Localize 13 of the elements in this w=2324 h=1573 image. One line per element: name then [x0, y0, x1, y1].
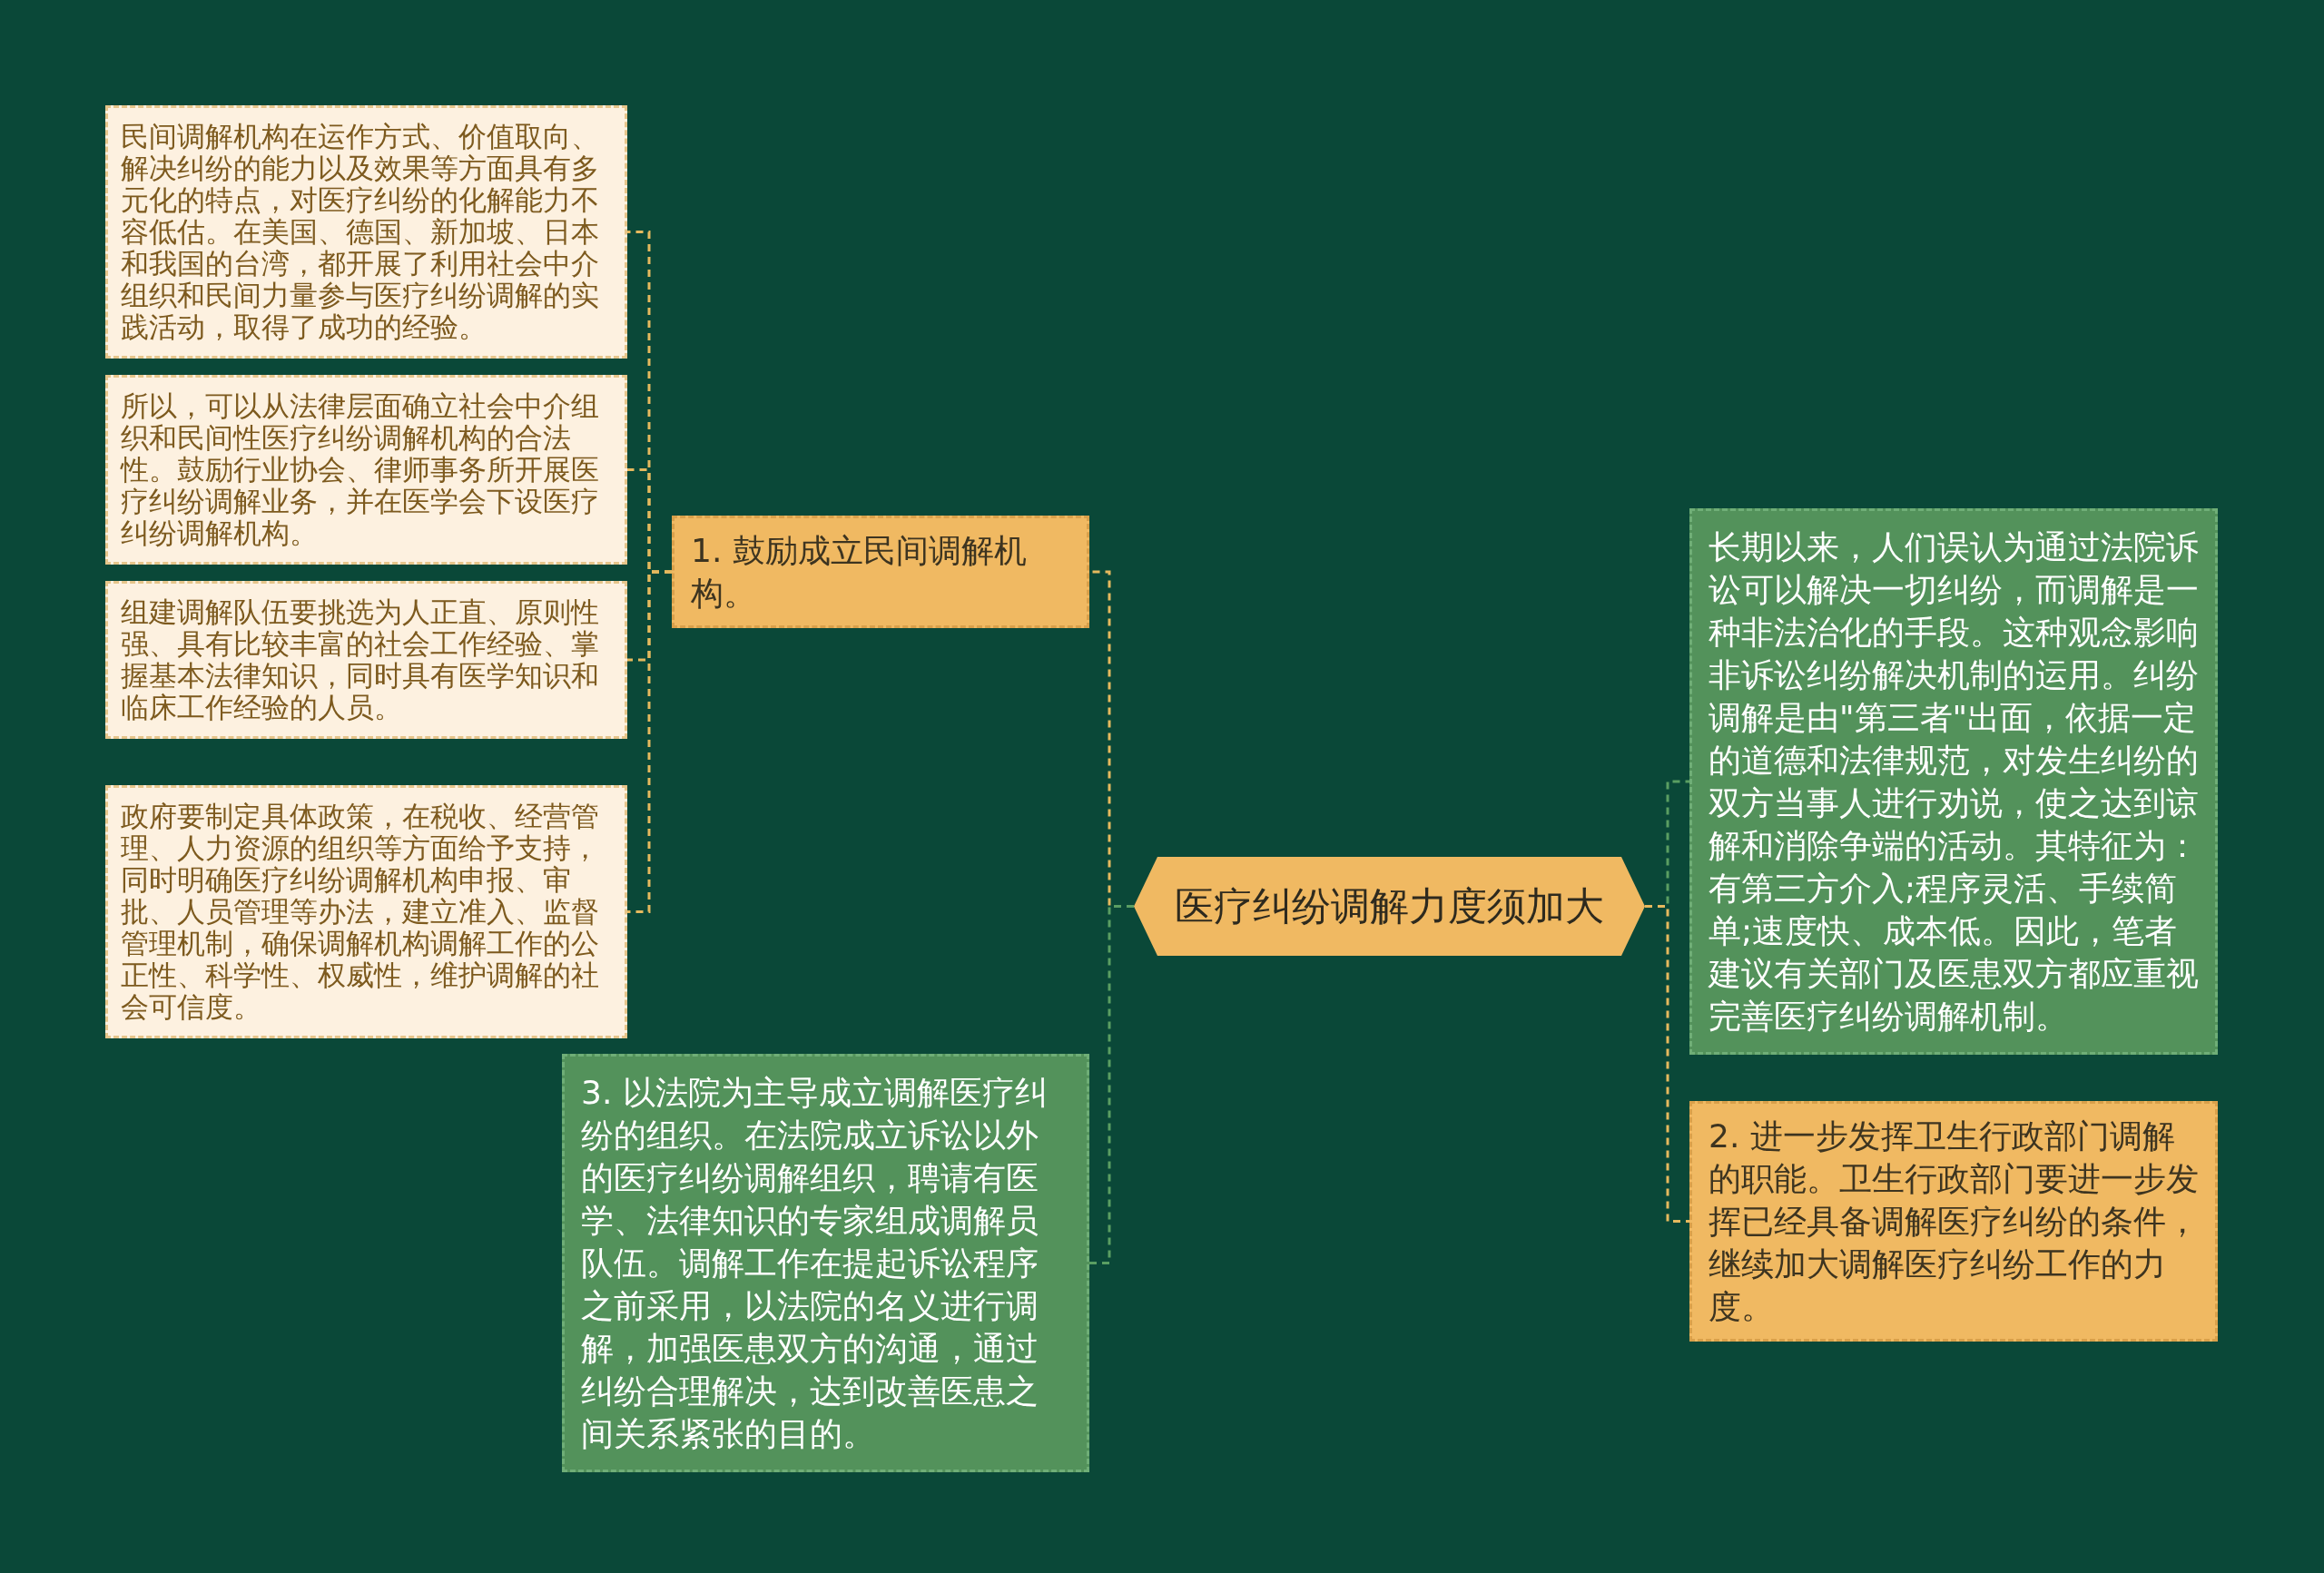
- topic-box: 长期以来，人们误认为通过法院诉讼可以解决一切纠纷，而调解是一种非法治化的手段。这种观念影响非诉讼纠纷解决机制的运用。纠纷调解是由"第三者"出面，依据一定的道德和法律规范，对发生纠纷的双方当事人进行劝说，使之达到谅解和消除争端的活动。其特征为：有第三方介入;程序灵活、手续简单;速度快、成本低。因此，笔者建议有关部门及医患双方都应重视完善医疗纠纷调解机制。: [1689, 508, 2218, 1055]
- note-box: 组建调解队伍要挑选为人正直、原则性强、具有比较丰富的社会工作经验、掌握基本法律知识，同时具有医学知识和临床工作经验的人员。: [105, 581, 627, 739]
- topic-box: 3. 以法院为主导成立调解医疗纠纷的组织。在法院成立诉讼以外的医疗纠纷调解组织，聘请有医学、法律知识的专家组成调解员队伍。调解工作在提起诉讼程序之前采用，以法院的名义进行调解，加强医患双方的沟通，通过纠纷合理解决，达到改善医患之间关系紧张的目的。: [562, 1054, 1089, 1472]
- hexagon-box: [1134, 857, 1645, 956]
- connector: [1645, 905, 1689, 1223]
- topic-title: 医疗纠纷调解力度须加大: [1175, 881, 1604, 930]
- note-box: 政府要制定具体政策，在税收、经营管理、人力资源的组织等方面给予支持，同时明确医疗纠纷调解机构申报、审批、人员管理等办法，建立准入、监督管理机制，确保调解机构调解工作的公正性、科学性、权威性，维护调解的社会可信度。: [105, 785, 627, 1038]
- connector: [1089, 905, 1134, 1264]
- note-box: 所以，可以从法律层面确立社会中介组织和民间性医疗纠纷调解机构的合法性。鼓励行业协会、律师事务所开展医疗纠纷调解业务，并在医学会下设医疗纠纷调解机构。: [105, 375, 627, 565]
- note-box: 民间调解机构在运作方式、价值取向、解决纠纷的能力以及效果等方面具有多元化的特点，对医疗纠纷的化解能力不容低估。在美国、德国、新加坡、日本和我国的台湾，都开展了利用社会中介组织和民间力量参与医疗纠纷调解的实践活动，取得了成功的经验。: [105, 105, 627, 359]
- connector: [627, 570, 672, 913]
- topic-box: 1. 鼓励成立民间调解机构。: [672, 516, 1089, 628]
- topic-box: 2. 进一步发挥卫生行政部门调解的职能。卫生行政部门要进一步发挥已经具备调解医疗纠纷的条件，继续加大调解医疗纠纷工作的力度。: [1689, 1101, 2218, 1342]
